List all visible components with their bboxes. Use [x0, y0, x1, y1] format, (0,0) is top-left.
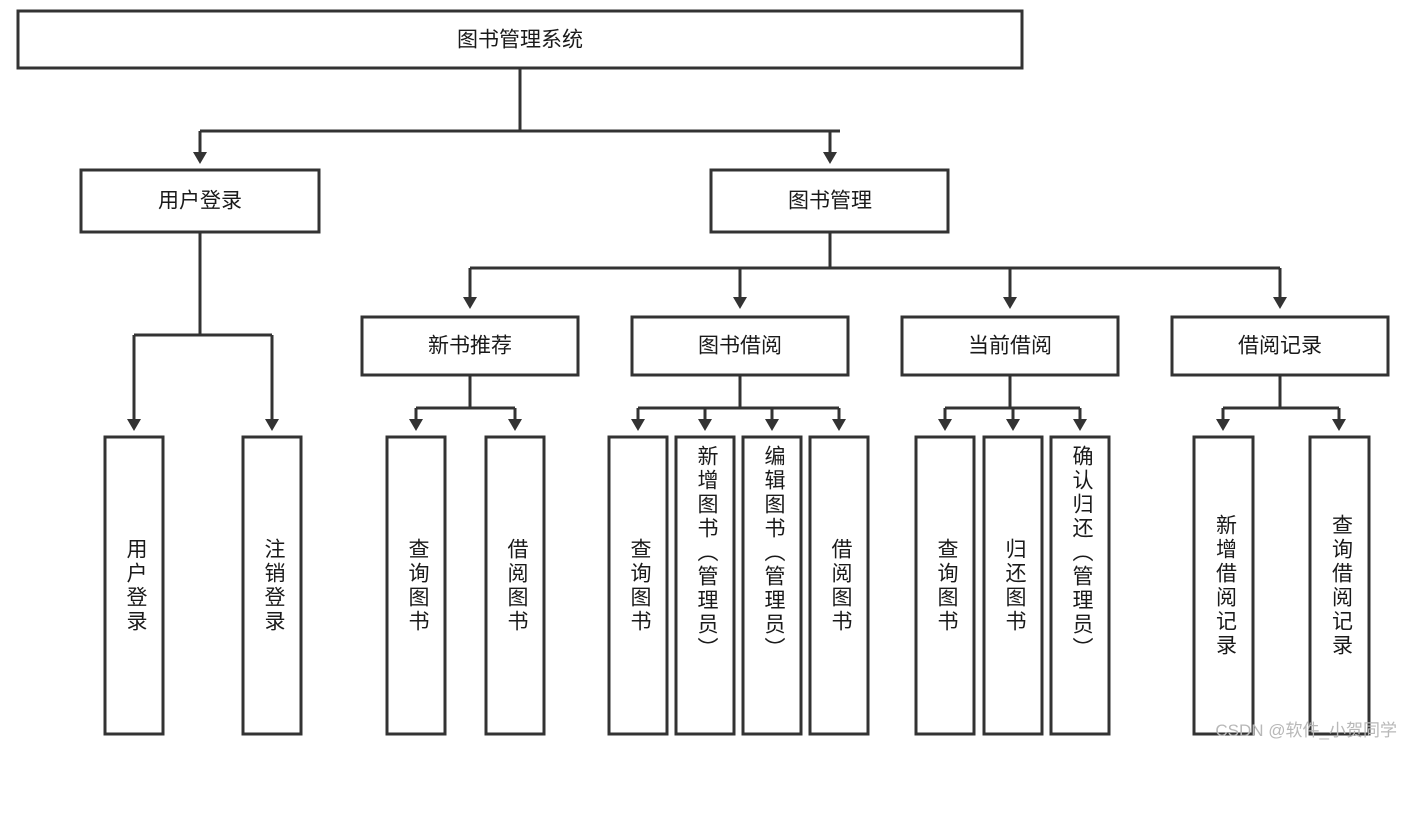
- leaf-node[interactable]: [808, 435, 870, 736]
- leaf-node[interactable]: [914, 435, 976, 736]
- connector-root-to-level2: [193, 68, 840, 164]
- node-root-system[interactable]: 图书管理系统: [16, 9, 1024, 70]
- leaf-node[interactable]: [1308, 435, 1371, 736]
- diagram-canvas: 图书管理系统 用户登录 图书管理 新书推荐 图书借阅 当前借阅 借阅记录: [16, 9, 1397, 740]
- flowchart-svg: 图书管理系统 用户登录 图书管理 新书推荐 图书借阅 当前借阅 借阅记录: [16, 9, 1390, 736]
- connector-user-login-to-leaves: [127, 232, 279, 431]
- node-book-borrow-label: 图书借阅: [698, 335, 782, 358]
- leaf-node[interactable]: [607, 435, 669, 736]
- leaf-node[interactable]: [674, 435, 736, 736]
- node-borrow-record-label: 借阅记录: [1238, 335, 1322, 358]
- watermark-text: CSDN @软件_小贺同学: [1215, 721, 1397, 740]
- leaf-node[interactable]: [741, 435, 803, 736]
- connector-book-mgmt-to-level3: [463, 232, 1287, 309]
- connector-current-borrow-to-leaves: [938, 375, 1087, 431]
- node-book-management-label: 图书管理: [788, 190, 872, 213]
- leaf-node[interactable]: [484, 435, 546, 736]
- leaf-node[interactable]: [385, 435, 447, 736]
- node-book-management[interactable]: 图书管理: [709, 168, 950, 234]
- leaf-node[interactable]: [241, 435, 303, 736]
- leaf-node[interactable]: [982, 435, 1044, 736]
- node-borrow-record[interactable]: 借阅记录: [1170, 315, 1390, 377]
- node-book-borrow[interactable]: 图书借阅: [630, 315, 850, 377]
- leaf-node-group: [103, 435, 1371, 736]
- connector-book-borrow-to-leaves: [631, 375, 846, 431]
- node-current-borrow-label: 当前借阅: [968, 335, 1052, 358]
- leaf-node[interactable]: [1049, 435, 1111, 736]
- node-user-login[interactable]: 用户登录: [79, 168, 321, 234]
- node-new-book-recommend-label: 新书推荐: [428, 335, 512, 358]
- node-root-system-label: 图书管理系统: [457, 29, 583, 52]
- leaf-node[interactable]: [103, 435, 165, 736]
- connector-new-book-to-leaves: [409, 375, 522, 431]
- node-user-login-label: 用户登录: [158, 190, 242, 213]
- connector-borrow-record-to-leaves: [1216, 375, 1346, 431]
- node-new-book-recommend[interactable]: 新书推荐: [360, 315, 580, 377]
- leaf-node[interactable]: [1192, 435, 1255, 736]
- node-current-borrow[interactable]: 当前借阅: [900, 315, 1120, 377]
